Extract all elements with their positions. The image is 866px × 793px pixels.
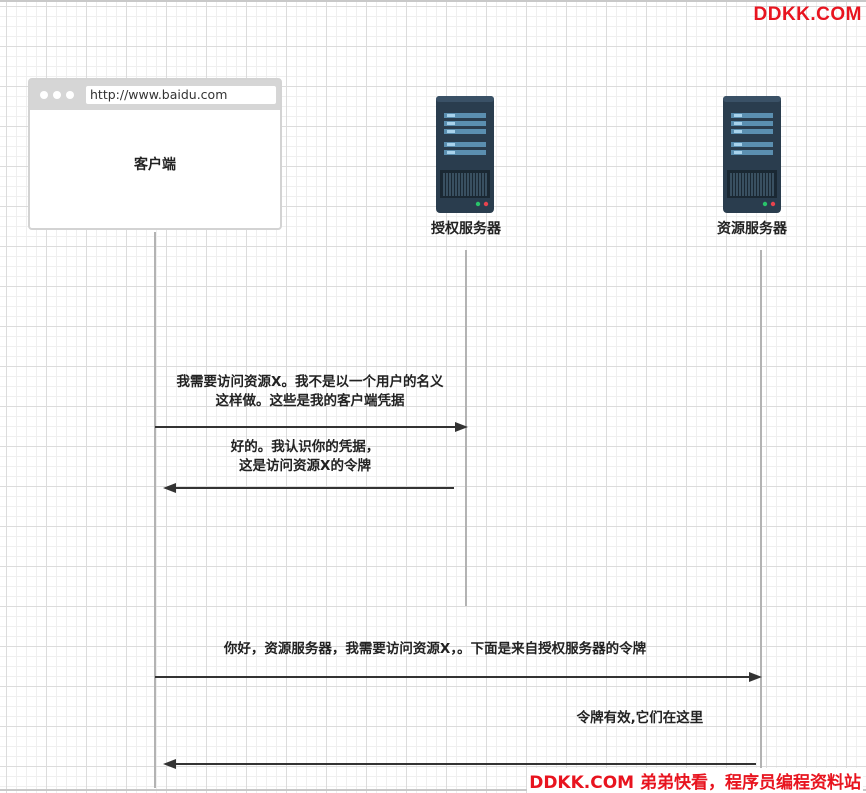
browser-url-field: http://www.baidu.com — [86, 86, 276, 104]
message-2: 好的。我认识你的凭据， 这是访问资源X的令牌 — [160, 438, 450, 476]
watermark-top: DDKK.COM — [753, 4, 862, 25]
arrow-auth-to-client — [163, 483, 454, 493]
resource-server-icon — [723, 96, 781, 213]
message-1-line-2: 这样做。这些是我的客户端凭据 — [215, 393, 405, 409]
client-browser-window: http://www.baidu.com 客户端 — [28, 78, 282, 230]
auth-server-lifeline — [465, 250, 467, 606]
message-2-line-1: 好的。我认识你的凭据， — [230, 439, 380, 455]
resource-server-lifeline — [760, 250, 762, 788]
client-label: 客户端 — [134, 157, 176, 173]
watermark-bottom: DDKK.COM 弟弟快看，程序员编程资料站 — [527, 768, 863, 793]
window-dot-icon — [53, 91, 61, 99]
message-1-line-1: 我需要访问资源X。我不是以一个用户的名义 — [176, 374, 444, 390]
client-lifeline — [154, 232, 156, 788]
arrow-client-to-auth — [155, 422, 468, 432]
message-2-line-2: 这是访问资源X的令牌 — [239, 458, 371, 474]
message-4: 令牌有效,它们在这里 — [576, 710, 704, 726]
auth-server-label: 授权服务器 — [431, 221, 501, 237]
top-border — [0, 0, 866, 2]
browser-title-bar: http://www.baidu.com — [30, 80, 280, 110]
bottom-border — [0, 789, 866, 791]
resource-server-label: 资源服务器 — [717, 221, 787, 237]
window-dot-icon — [66, 91, 74, 99]
message-1: 我需要访问资源X。我不是以一个用户的名义 这样做。这些是我的客户端凭据 — [150, 373, 470, 411]
window-dot-icon — [40, 91, 48, 99]
message-3: 你好，资源服务器，我需要访问资源X，。下面是来自授权服务器的令牌 — [223, 641, 647, 657]
arrow-client-to-resource — [155, 672, 762, 682]
auth-server-icon — [436, 96, 494, 213]
arrow-resource-to-client — [163, 759, 756, 769]
